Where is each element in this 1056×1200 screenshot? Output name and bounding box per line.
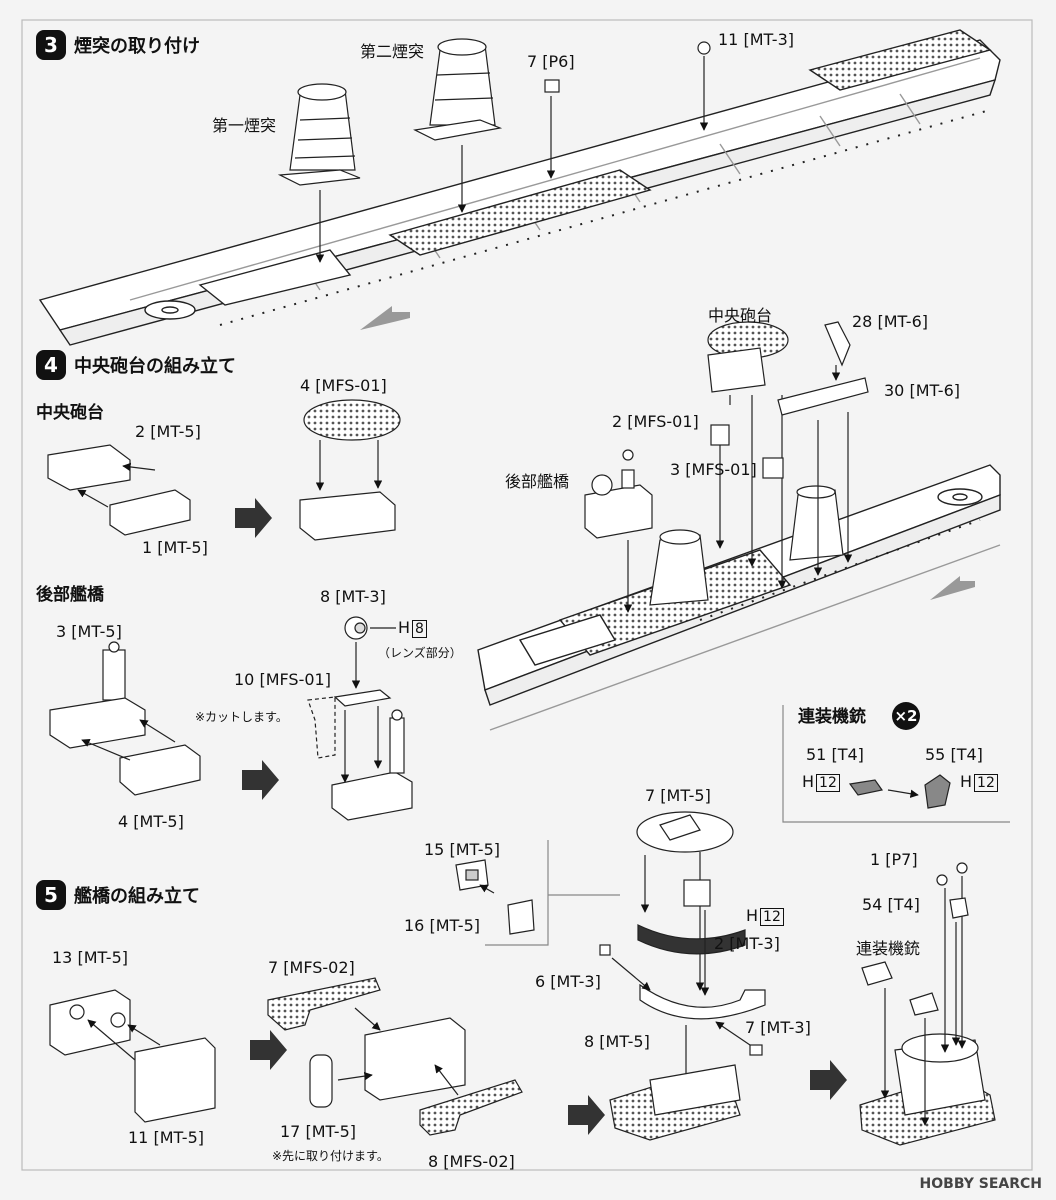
watermark: HOBBY SEARCH <box>919 1176 1042 1192</box>
step-title: 艦橋の組み立て <box>74 886 200 907</box>
h-number-box: 8 <box>412 620 427 638</box>
label-part-8-mfs02: 8 [MFS-02] <box>428 1152 515 1171</box>
label-part-10-mfs01: 10 [MFS-01] <box>234 670 331 689</box>
label-attach-first-note: ※先に取り付けます。 <box>272 1149 389 1163</box>
mg-title: 連装機銃 <box>798 707 866 727</box>
label-part-17-mt5: 17 [MT-5] <box>280 1122 356 1141</box>
label-part-11-mt5: 11 [MT-5] <box>128 1128 204 1147</box>
step-3-heading: 3 煙突の取り付け <box>36 30 200 60</box>
subheading-center-battery: 中央砲台 <box>36 403 104 423</box>
label-part-1-p7: 1 [P7] <box>870 850 918 869</box>
label-part-4-mfs01: 4 [MFS-01] <box>300 376 387 395</box>
label-part-2-mt3: 2 [MT-3] <box>714 934 780 953</box>
label-part-6-mt3: 6 [MT-3] <box>535 972 601 991</box>
label-part-2-mt5: 2 [MT-5] <box>135 422 201 441</box>
h-number-box: 12 <box>816 774 840 792</box>
center-battery-parts <box>47 444 191 536</box>
label-lens-part: （レンズ部分） <box>378 646 462 660</box>
label-part-7-mt5: 7 [MT-5] <box>645 786 711 805</box>
label-funnel-1: 第一煙突 <box>212 116 277 135</box>
label-twin-mg: 連装機銃 <box>856 939 921 958</box>
label-center-battery: 中央砲台 <box>708 306 773 325</box>
funnel-1 <box>277 83 361 186</box>
times-2-badge: ×2 <box>892 702 920 730</box>
label-part-8-mt5: 8 [MT-5] <box>584 1032 650 1051</box>
label-part-7-p6: 7 [P6] <box>527 52 575 71</box>
label-part-55-t4: 55 [T4] <box>925 745 983 764</box>
label-part-2-mfs01: 2 [MFS-01] <box>612 412 699 431</box>
subheading-rear-bridge: 後部艦橋 <box>36 585 104 605</box>
label-part-4-mt5: 4 [MT-5] <box>118 812 184 831</box>
label-part-7-mfs02: 7 [MFS-02] <box>268 958 355 977</box>
label-rear-bridge: 後部艦橋 <box>505 472 570 491</box>
label-part-8-mt3: 8 [MT-3] <box>320 587 386 606</box>
label-part-54-t4: 54 [T4] <box>862 895 920 914</box>
label-cut-note: ※カットします。 <box>195 710 288 724</box>
step-4-heading: 4 中央砲台の組み立て <box>36 350 236 380</box>
label-part-3-mfs01: 3 [MFS-01] <box>670 460 757 479</box>
step-title: 煙突の取り付け <box>74 36 200 57</box>
bridge-parts-13-11 <box>49 989 216 1123</box>
hull-step3 <box>38 29 1001 346</box>
step-5-heading: 5 艦橋の組み立て <box>36 880 200 910</box>
step-title: 中央砲台の組み立て <box>74 356 236 377</box>
rear-bridge-parts <box>49 641 201 796</box>
label-part-13-mt5: 13 [MT-5] <box>52 948 128 967</box>
label-part-7-mt3: 7 [MT-3] <box>745 1018 811 1037</box>
label-part-3-mt5: 3 [MT-5] <box>56 622 122 641</box>
h-number-box: 12 <box>974 774 998 792</box>
h-number-box: 12 <box>760 908 784 926</box>
label-part-1-mt5: 1 [MT-5] <box>142 538 208 557</box>
label-part-51-t4: 51 [T4] <box>806 745 864 764</box>
label-part-30-mt6: 30 [MT-6] <box>884 381 960 400</box>
label-funnel-2: 第二煙突 <box>360 42 425 61</box>
label-part-16-mt5: 16 [MT-5] <box>404 916 480 935</box>
funnel-2 <box>413 38 503 141</box>
step-number-badge: 3 <box>36 30 66 60</box>
step-number-badge: 5 <box>36 880 66 910</box>
hull-step4 <box>477 464 1001 731</box>
label-part-15-mt5: 15 [MT-5] <box>424 840 500 859</box>
step-number-badge: 4 <box>36 350 66 380</box>
label-part-28-mt6: 28 [MT-6] <box>852 312 928 331</box>
label-part-11-mt3: 11 [MT-3] <box>718 30 794 49</box>
